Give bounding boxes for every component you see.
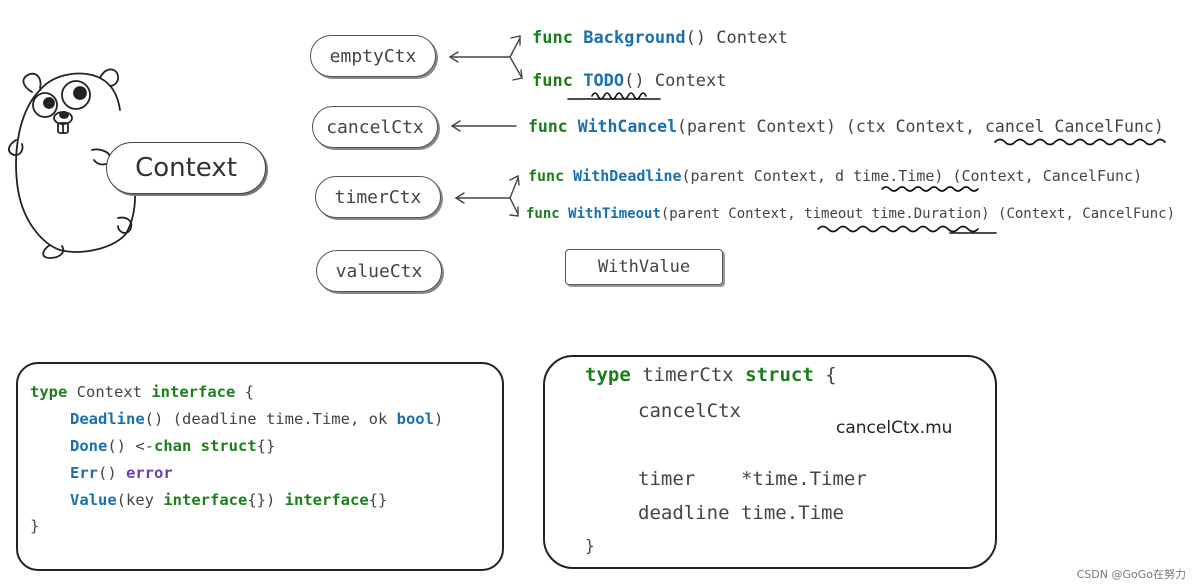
struct-field-cancelctx: cancelCtx: [638, 400, 741, 422]
func-keyword: func: [528, 167, 565, 185]
err-sig: (): [98, 464, 126, 482]
interface-name: Context: [67, 383, 152, 401]
cancel-ctx-pill: cancelCtx: [312, 106, 438, 148]
error-type: error: [126, 464, 173, 482]
interface-line-value: Value(key interface{}) interface{}: [70, 491, 387, 509]
value-method: Value: [70, 491, 117, 509]
interface-line-err: Err() error: [70, 464, 173, 482]
brace: {: [235, 383, 254, 401]
context-interface-box: [16, 362, 504, 571]
interface-line-deadline: Deadline() (deadline time.Time, ok bool): [70, 410, 443, 428]
interface-keyword: interface: [284, 491, 369, 509]
func-with-timeout: func WithTimeout(parent Context, timeout…: [526, 206, 1175, 222]
paren: ): [433, 410, 444, 428]
err-method: Err: [70, 464, 98, 482]
func-keyword: func: [528, 117, 568, 136]
with-timeout-sig: (parent Context, timeout time.Duration) …: [660, 206, 1176, 222]
func-todo: func TODO() Context: [532, 71, 727, 91]
brace: {: [813, 364, 837, 386]
watermark: CSDN @GoGo在努力: [1076, 568, 1186, 581]
func-with-cancel: func WithCancel(parent Context) (ctx Con…: [528, 117, 1164, 136]
interface-keyword: interface: [151, 383, 236, 401]
struct-field-timer: timer *time.Timer: [638, 468, 867, 490]
cancel-ctx-label: cancelCtx: [326, 116, 424, 138]
struct-line-1: type timerCtx struct {: [585, 364, 837, 386]
with-value-label: WithValue: [597, 257, 691, 277]
value-ctx-pill: valueCtx: [316, 250, 442, 292]
done-sig: () <-: [107, 437, 154, 455]
with-value-box: WithValue: [565, 249, 723, 285]
func-keyword: func: [532, 71, 573, 91]
background-sig: () Context: [685, 28, 788, 48]
context-label: Context: [106, 142, 266, 194]
type-keyword: type: [585, 364, 631, 386]
with-cancel-sig: (parent Context) (ctx Context, cancel Ca…: [677, 117, 1164, 136]
todo-sig: () Context: [624, 71, 727, 91]
interface-close: }: [30, 517, 40, 535]
interface-line-done: Done() <-chan struct{}: [70, 437, 275, 455]
braces: {}: [256, 437, 276, 455]
func-keyword: func: [532, 28, 573, 48]
context-label-text: Context: [135, 153, 237, 183]
struct-name: timerCtx: [630, 364, 746, 386]
interface-keyword: interface: [163, 491, 248, 509]
type-keyword: type: [30, 383, 68, 401]
braces: {}: [368, 491, 388, 509]
empty-ctx-pill: emptyCtx: [310, 35, 436, 77]
bool-type: bool: [396, 410, 434, 428]
interface-line-1: type Context interface {: [30, 383, 254, 401]
with-timeout-name: WithTimeout: [568, 206, 661, 222]
timer-ctx-label: timerCtx: [334, 186, 422, 208]
mu-annotation: cancelCtx.mu: [836, 418, 953, 438]
value-sig: {}): [247, 491, 285, 509]
with-cancel-name: WithCancel: [577, 117, 678, 136]
deadline-sig: () (deadline time.Time, ok: [144, 410, 397, 428]
empty-ctx-label: emptyCtx: [329, 45, 417, 67]
value-sig: (key: [116, 491, 164, 509]
func-background: func Background() Context: [532, 28, 788, 48]
timer-ctx-struct-box: [543, 355, 997, 569]
func-with-deadline: func WithDeadline(parent Context, d time…: [528, 167, 1142, 185]
struct-field-deadline: deadline time.Time: [638, 502, 844, 524]
todo-name: TODO: [583, 71, 625, 91]
chan-struct: chan struct: [154, 437, 257, 455]
func-keyword: func: [526, 206, 560, 222]
with-deadline-sig: (parent Context, d time.Time) (Context, …: [681, 167, 1143, 185]
deadline-method: Deadline: [70, 410, 145, 428]
background-name: Background: [583, 28, 686, 48]
value-ctx-label: valueCtx: [335, 260, 423, 282]
struct-keyword: struct: [745, 364, 814, 386]
struct-close: }: [585, 536, 595, 555]
done-method: Done: [70, 437, 108, 455]
with-deadline-name: WithDeadline: [573, 167, 682, 185]
timer-ctx-pill: timerCtx: [315, 176, 441, 218]
